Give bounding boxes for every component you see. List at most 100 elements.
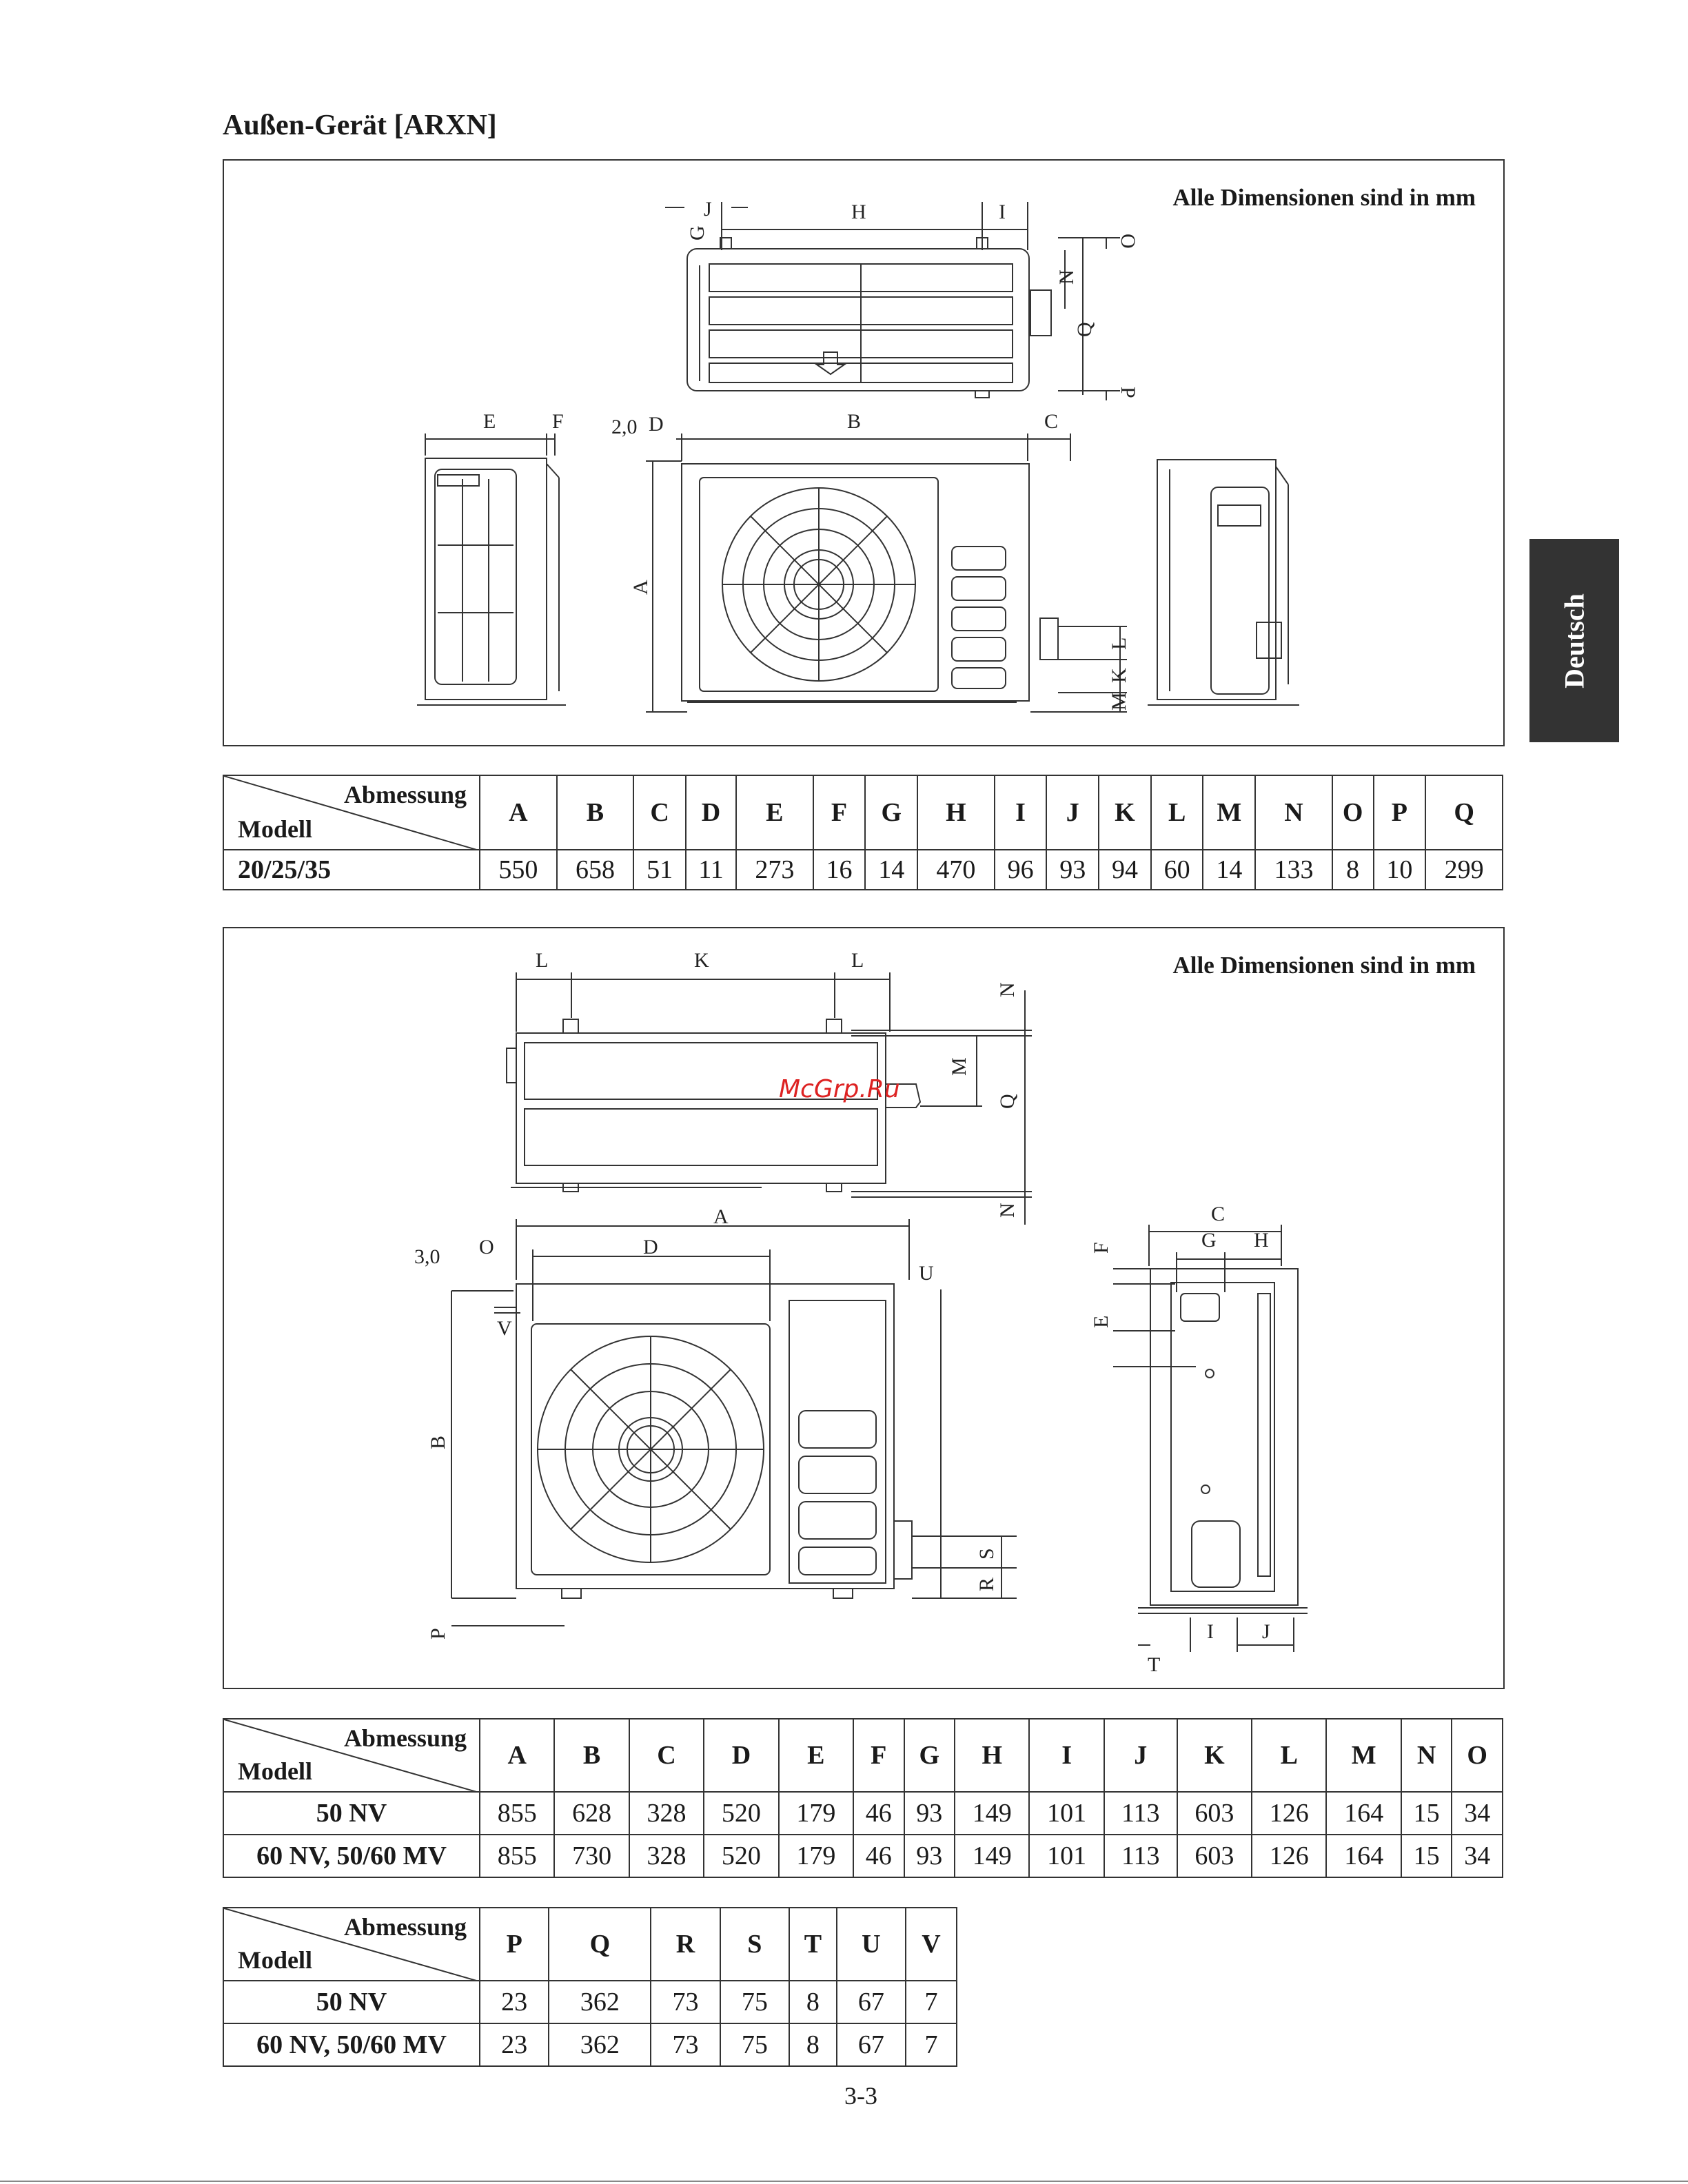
- column-header: T: [789, 1907, 837, 1981]
- dimension-table-1: Abmessung Modell A B C D E F G H I J K L…: [223, 775, 1503, 890]
- column-header: K: [1176, 1718, 1253, 1793]
- model-cell: 50 NV: [223, 1791, 480, 1835]
- label-T: T: [1148, 1653, 1160, 1676]
- value-cell: 273: [735, 849, 814, 890]
- corner-label-dimension: Abmessung: [343, 1913, 467, 1941]
- label-A: A: [629, 580, 652, 595]
- label-H: H: [1254, 1229, 1269, 1252]
- outdoor-unit-drawing-2: L K L N M Q N: [414, 949, 1308, 1676]
- column-header: G: [864, 775, 919, 850]
- diagram-frame-2: Alle Dimensionen sind in mm L K L N M Q …: [223, 927, 1505, 1689]
- dimension-note: Alle Dimensionen sind in mm: [1172, 952, 1476, 979]
- model-cell: 60 NV, 50/60 MV: [223, 1834, 480, 1878]
- label-N: N: [1055, 269, 1078, 285]
- value-cell: 15: [1400, 1791, 1453, 1835]
- value-cell: 34: [1451, 1791, 1503, 1835]
- column-header: H: [917, 775, 995, 850]
- label-V: V: [497, 1317, 512, 1340]
- value-cell: 299: [1425, 849, 1503, 890]
- table-corner-cell: Abmessung Modell: [223, 775, 480, 850]
- label-L: L: [1108, 637, 1130, 650]
- column-header: I: [993, 775, 1048, 850]
- value-cell: 8: [789, 1980, 837, 2024]
- column-header: R: [650, 1907, 721, 1981]
- value-cell: 362: [548, 1980, 652, 2024]
- label-D: D: [643, 1236, 658, 1258]
- value-cell: 179: [777, 1834, 855, 1878]
- label-L-right: L: [851, 949, 864, 972]
- table-row: 60 NV, 50/60 MV 855 730 328 520 179 46 9…: [223, 1834, 1503, 1878]
- table-row: 20/25/35 550 658 51 11 273 16 14 470 96 …: [223, 849, 1503, 890]
- value-cell: 179: [777, 1791, 855, 1835]
- value-cell: 113: [1103, 1791, 1178, 1835]
- column-header: K: [1098, 775, 1152, 850]
- column-header: L: [1251, 1718, 1328, 1793]
- diagram-frame-1: Alle Dimensionen sind in mm J H I G O: [223, 159, 1505, 746]
- column-header: L: [1150, 775, 1204, 850]
- value-cell: 328: [628, 1834, 705, 1878]
- column-header: A: [479, 775, 558, 850]
- label-C: C: [1211, 1203, 1225, 1225]
- table-corner-cell: Abmessung Modell: [223, 1718, 480, 1793]
- value-cell: 658: [556, 849, 635, 890]
- model-cell: 20/25/35: [223, 849, 480, 890]
- value-cell: 113: [1103, 1834, 1178, 1878]
- column-header: H: [954, 1718, 1030, 1793]
- page-number: 3-3: [844, 2082, 877, 2110]
- label-J: J: [1262, 1620, 1270, 1643]
- label-R: R: [975, 1578, 998, 1591]
- value-cell: 94: [1098, 849, 1152, 890]
- label-I: I: [1207, 1620, 1214, 1643]
- label-G: G: [1201, 1229, 1217, 1252]
- dimension-note: Alle Dimensionen sind in mm: [1172, 184, 1476, 211]
- column-header: U: [835, 1907, 907, 1981]
- label-P: P: [1117, 387, 1139, 398]
- value-cell: 149: [954, 1834, 1030, 1878]
- value-cell: 75: [719, 2023, 791, 2067]
- label-E: E: [1090, 1316, 1112, 1328]
- model-cell: 60 NV, 50/60 MV: [223, 2023, 480, 2067]
- column-header: N: [1254, 775, 1333, 850]
- outdoor-unit-drawing-1: J H I G O N Q P E F: [417, 198, 1299, 713]
- value-cell: 93: [903, 1791, 956, 1835]
- label-M: M: [1108, 692, 1130, 711]
- value-cell: 8: [1331, 849, 1374, 890]
- dimension-table-2: Abmessung Modell A B C D E F G H I J K L…: [223, 1718, 1503, 1878]
- table-corner-cell: Abmessung Modell: [223, 1907, 480, 1981]
- value-cell: 149: [954, 1791, 1030, 1835]
- label-C: C: [1044, 410, 1058, 433]
- column-header: Q: [548, 1907, 652, 1981]
- value-cell: 46: [853, 1834, 905, 1878]
- column-header: B: [553, 1718, 630, 1793]
- value-cell: 126: [1251, 1791, 1328, 1835]
- label-J: J: [704, 198, 712, 221]
- value-cell: 10: [1372, 849, 1427, 890]
- column-header: F: [853, 1718, 905, 1793]
- value-cell: 550: [479, 849, 558, 890]
- column-header: E: [735, 775, 814, 850]
- column-header: A: [478, 1718, 556, 1793]
- value-cell: 14: [1202, 849, 1257, 890]
- label-E: E: [483, 410, 496, 433]
- column-header: M: [1202, 775, 1257, 850]
- column-header: B: [556, 775, 635, 850]
- value-cell: 164: [1325, 1791, 1402, 1835]
- label-B: B: [847, 410, 861, 433]
- value-cell: 67: [835, 1980, 907, 2024]
- label-S: S: [975, 1548, 998, 1560]
- value-cell: 470: [917, 849, 995, 890]
- table-row: 60 NV, 50/60 MV 23 362 73 75 8 67 7: [223, 2023, 957, 2067]
- value-cell: 15: [1400, 1834, 1453, 1878]
- table-row: 50 NV 23 362 73 75 8 67 7: [223, 1980, 957, 2024]
- value-cell: 73: [650, 1980, 721, 2024]
- label-gap: 2,0: [611, 416, 638, 438]
- value-cell: 101: [1028, 1834, 1105, 1878]
- value-cell: 855: [478, 1791, 556, 1835]
- value-cell: 34: [1451, 1834, 1503, 1878]
- value-cell: 628: [553, 1791, 630, 1835]
- label-N-bottom: N: [996, 1203, 1019, 1218]
- value-cell: 8: [789, 2023, 837, 2067]
- value-cell: 164: [1325, 1834, 1402, 1878]
- corner-label-model: Modell: [238, 1757, 312, 1785]
- value-cell: 101: [1028, 1791, 1105, 1835]
